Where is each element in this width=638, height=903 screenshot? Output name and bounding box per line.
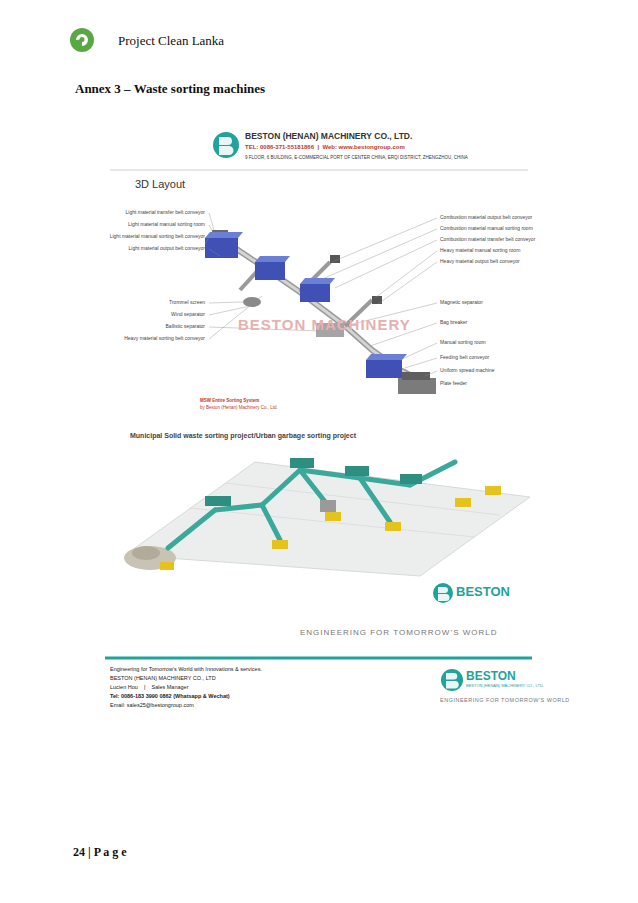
section-heading: 3D Layout xyxy=(135,178,185,191)
callout-label: Ballistic separator xyxy=(166,324,205,330)
project-logo xyxy=(70,28,94,52)
page-number: 24 | P a g e xyxy=(73,846,127,860)
brand-slogan: ENGINEERING FOR TOMORROW’S WORLD xyxy=(300,628,498,637)
callout-label: Magnetic separator xyxy=(440,300,483,306)
separator xyxy=(110,170,528,171)
illustration-heading: Municipal Solid waste sorting project/Ur… xyxy=(130,432,356,440)
contact-line: TEL: 0086-371-55181866 | Web: www.beston… xyxy=(245,144,405,151)
callout-label: Light material output belt conveyor xyxy=(129,246,205,252)
callout-label: Heavy material manual sorting room xyxy=(440,248,520,254)
sorting-plant-illustration xyxy=(124,458,530,576)
footer-text: Email: sales25@bestongroup.com xyxy=(110,702,194,708)
callout-label: Trommel screen xyxy=(169,300,205,306)
callout-label: Combustion material manual sorting room xyxy=(440,226,533,232)
callout-label: Feeding belt conveyor xyxy=(440,355,489,361)
brand-slogan: ENGINEERING FOR TOMORROW’S WORLD xyxy=(440,697,570,703)
brand-name: BESTON xyxy=(456,585,510,600)
beston-logo xyxy=(441,669,463,691)
beston-logo xyxy=(433,583,453,603)
callout-label: Bag breaker xyxy=(440,320,467,326)
brand-name: BESTON xyxy=(466,670,516,684)
callout-label: Light material manual sorting room xyxy=(128,222,205,228)
company-name: BESTON (HENAN) MACHINERY CO., LTD. xyxy=(245,132,412,142)
callout-label: Manual sorting room xyxy=(440,340,486,346)
callout-label: Combustion material transfer belt convey… xyxy=(440,237,535,243)
footer-rule xyxy=(105,657,532,660)
leader-lines xyxy=(205,213,437,376)
callout-label: Combustion material output belt conveyor xyxy=(440,215,532,221)
company-name: BESTON (HENAN) MACHINERY CO., LTD. xyxy=(466,684,544,689)
watermark: BESTON MACHINERY xyxy=(238,316,411,333)
beston-logo xyxy=(213,132,239,158)
annex-title: Annex 3 – Waste sorting machines xyxy=(75,82,265,97)
running-header: Project Clean Lanka xyxy=(118,34,224,49)
callout-label: Heavy material output belt conveyor xyxy=(440,259,520,265)
footer-text: Tel: 0086-183 3990 0862 (Whatsapp & Wech… xyxy=(110,693,230,699)
callout-label: Plate feeder xyxy=(440,381,467,387)
callout-label: Heavy material sorting belt conveyor xyxy=(124,336,205,342)
drawing-caption: MSW Entire Sorting System xyxy=(200,398,259,403)
callout-label: Light material manual sorting belt conve… xyxy=(110,234,205,240)
callout-label: Wind separator xyxy=(171,312,205,318)
sorting-line-3d xyxy=(205,230,436,394)
callout-label: Uniform spread machine xyxy=(440,368,494,374)
footer-text: BESTON (HENAN) MACHINERY CO., LTD xyxy=(110,675,216,681)
callout-label: Light material transfer belt conveyor xyxy=(126,210,205,216)
drawing-caption: by Beston (Henan) Machinery Co., Ltd. xyxy=(200,405,278,410)
footer-text: Engineering for Tomorrow’s World with In… xyxy=(110,666,262,672)
address-line: 9 FLOOR, 6 BUILDING, E-COMMERCIAL PORT O… xyxy=(245,155,468,160)
footer-text: Lucien Hou | Sales Manager xyxy=(110,684,188,690)
